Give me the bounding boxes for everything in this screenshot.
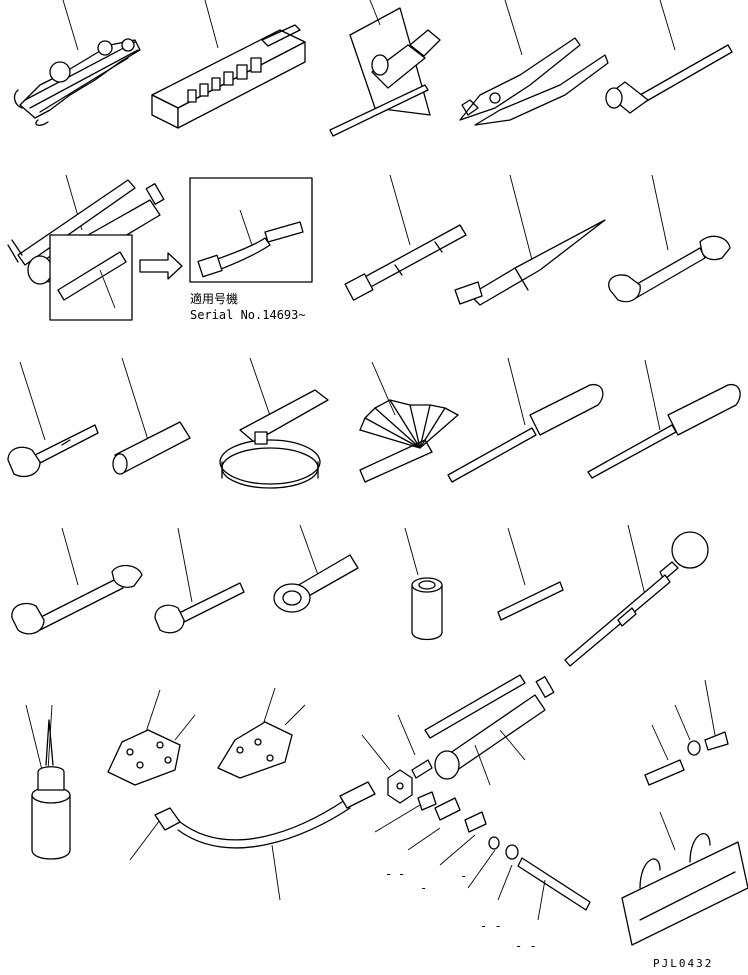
screwdriver-bit-illustration	[329, 0, 441, 137]
minor-mark: - -	[480, 919, 502, 933]
serial-number-label: Serial No.14693~	[190, 308, 306, 322]
feeler-gauge-illustration	[359, 361, 459, 483]
wrench-set-illustration	[13, 0, 141, 126]
extension-bar-illustration	[344, 174, 467, 301]
flat-screwdriver-illustration	[447, 357, 604, 483]
nipple-set-illustration	[644, 679, 729, 786]
open-end-wrench-illustration	[608, 174, 731, 303]
coupler-block-illustration	[361, 734, 413, 804]
grease-gun-with-hose-illustration	[397, 674, 555, 786]
minor-mark: -	[398, 867, 405, 881]
adapter-fittings-illustration	[374, 791, 591, 921]
flexible-hose-illustration	[129, 781, 376, 901]
socket-illustration	[404, 527, 443, 641]
filter-wrench-illustration	[219, 357, 329, 489]
detail-callout-box	[189, 177, 313, 283]
pin-bar-illustration	[112, 357, 191, 475]
pin-illustration	[497, 527, 564, 621]
medium-wrench-illustration	[154, 527, 245, 634]
pump-lever-illustration	[564, 524, 709, 667]
large-wrench-illustration	[11, 527, 143, 635]
scraper-illustration	[454, 174, 606, 306]
tool-bag-illustration	[621, 811, 748, 946]
hammer-illustration	[605, 0, 733, 114]
oil-bottle-illustration	[25, 704, 71, 860]
arrow-right-icon	[139, 252, 183, 280]
minor-mark: -	[385, 867, 392, 881]
bracket-plate-left-illustration	[107, 689, 196, 786]
phillips-screwdriver-illustration	[587, 359, 741, 479]
grease-gun-illustration	[7, 174, 165, 321]
pliers-illustration	[459, 0, 609, 126]
minor-mark: - -	[515, 939, 537, 953]
minor-mark: -	[460, 869, 467, 883]
applicability-label: 適用号機	[190, 291, 238, 306]
bracket-plate-right-illustration	[217, 687, 306, 779]
ring-spanner-illustration	[273, 524, 359, 613]
minor-mark: -	[420, 881, 427, 895]
drawing-code: PJL0432	[653, 957, 713, 970]
socket-set-case-illustration	[151, 0, 306, 129]
small-wrench-illustration	[7, 361, 99, 478]
